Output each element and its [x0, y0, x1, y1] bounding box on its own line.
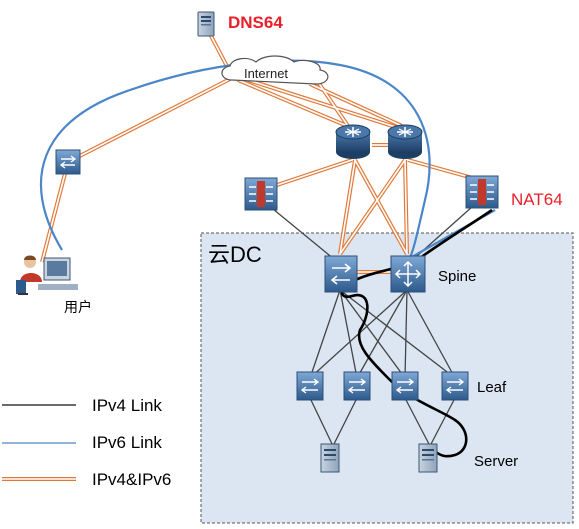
- leaf-switch-icon: [441, 371, 469, 401]
- dns64-label: DNS64: [228, 13, 283, 32]
- firewall-icon: [244, 177, 278, 211]
- spine-label: Spine: [438, 268, 476, 285]
- leaf-switch-icon: [296, 371, 324, 401]
- internet-label: Internet: [244, 66, 288, 81]
- user-workstation-icon: [16, 255, 78, 295]
- server-icon: [320, 443, 340, 473]
- router-icon: [387, 124, 423, 159]
- leaf-switch-icon: [343, 371, 371, 401]
- legend-dual-label: IPv4&IPv6: [92, 470, 171, 489]
- server-icon: [418, 443, 438, 473]
- cloud-dc-label: 云DC: [208, 242, 262, 267]
- switch-icon: [55, 149, 81, 175]
- leaf-switch-icon: [391, 371, 419, 401]
- nat64-label: NAT64: [511, 190, 563, 209]
- server-label: Server: [474, 453, 518, 470]
- user-label: 用户: [64, 299, 92, 315]
- spine-switch-icon: [390, 255, 426, 293]
- legend-ipv4-label: IPv4 Link: [92, 396, 162, 415]
- spine-switch-icon: [324, 255, 358, 293]
- dual-stack-links: [40, 33, 481, 274]
- leaf-label: Leaf: [477, 379, 507, 396]
- legend: IPv4 Link IPv6 Link IPv4&IPv6: [2, 396, 171, 489]
- ipv4-links: [261, 197, 483, 447]
- legend-ipv6-label: IPv6 Link: [92, 433, 162, 452]
- router-icon: [335, 124, 371, 159]
- ipv6-links: [39, 59, 496, 259]
- dns64-server-icon: [197, 11, 215, 37]
- nat64-firewall-icon: [465, 175, 499, 209]
- internet-cloud-icon: [221, 55, 329, 85]
